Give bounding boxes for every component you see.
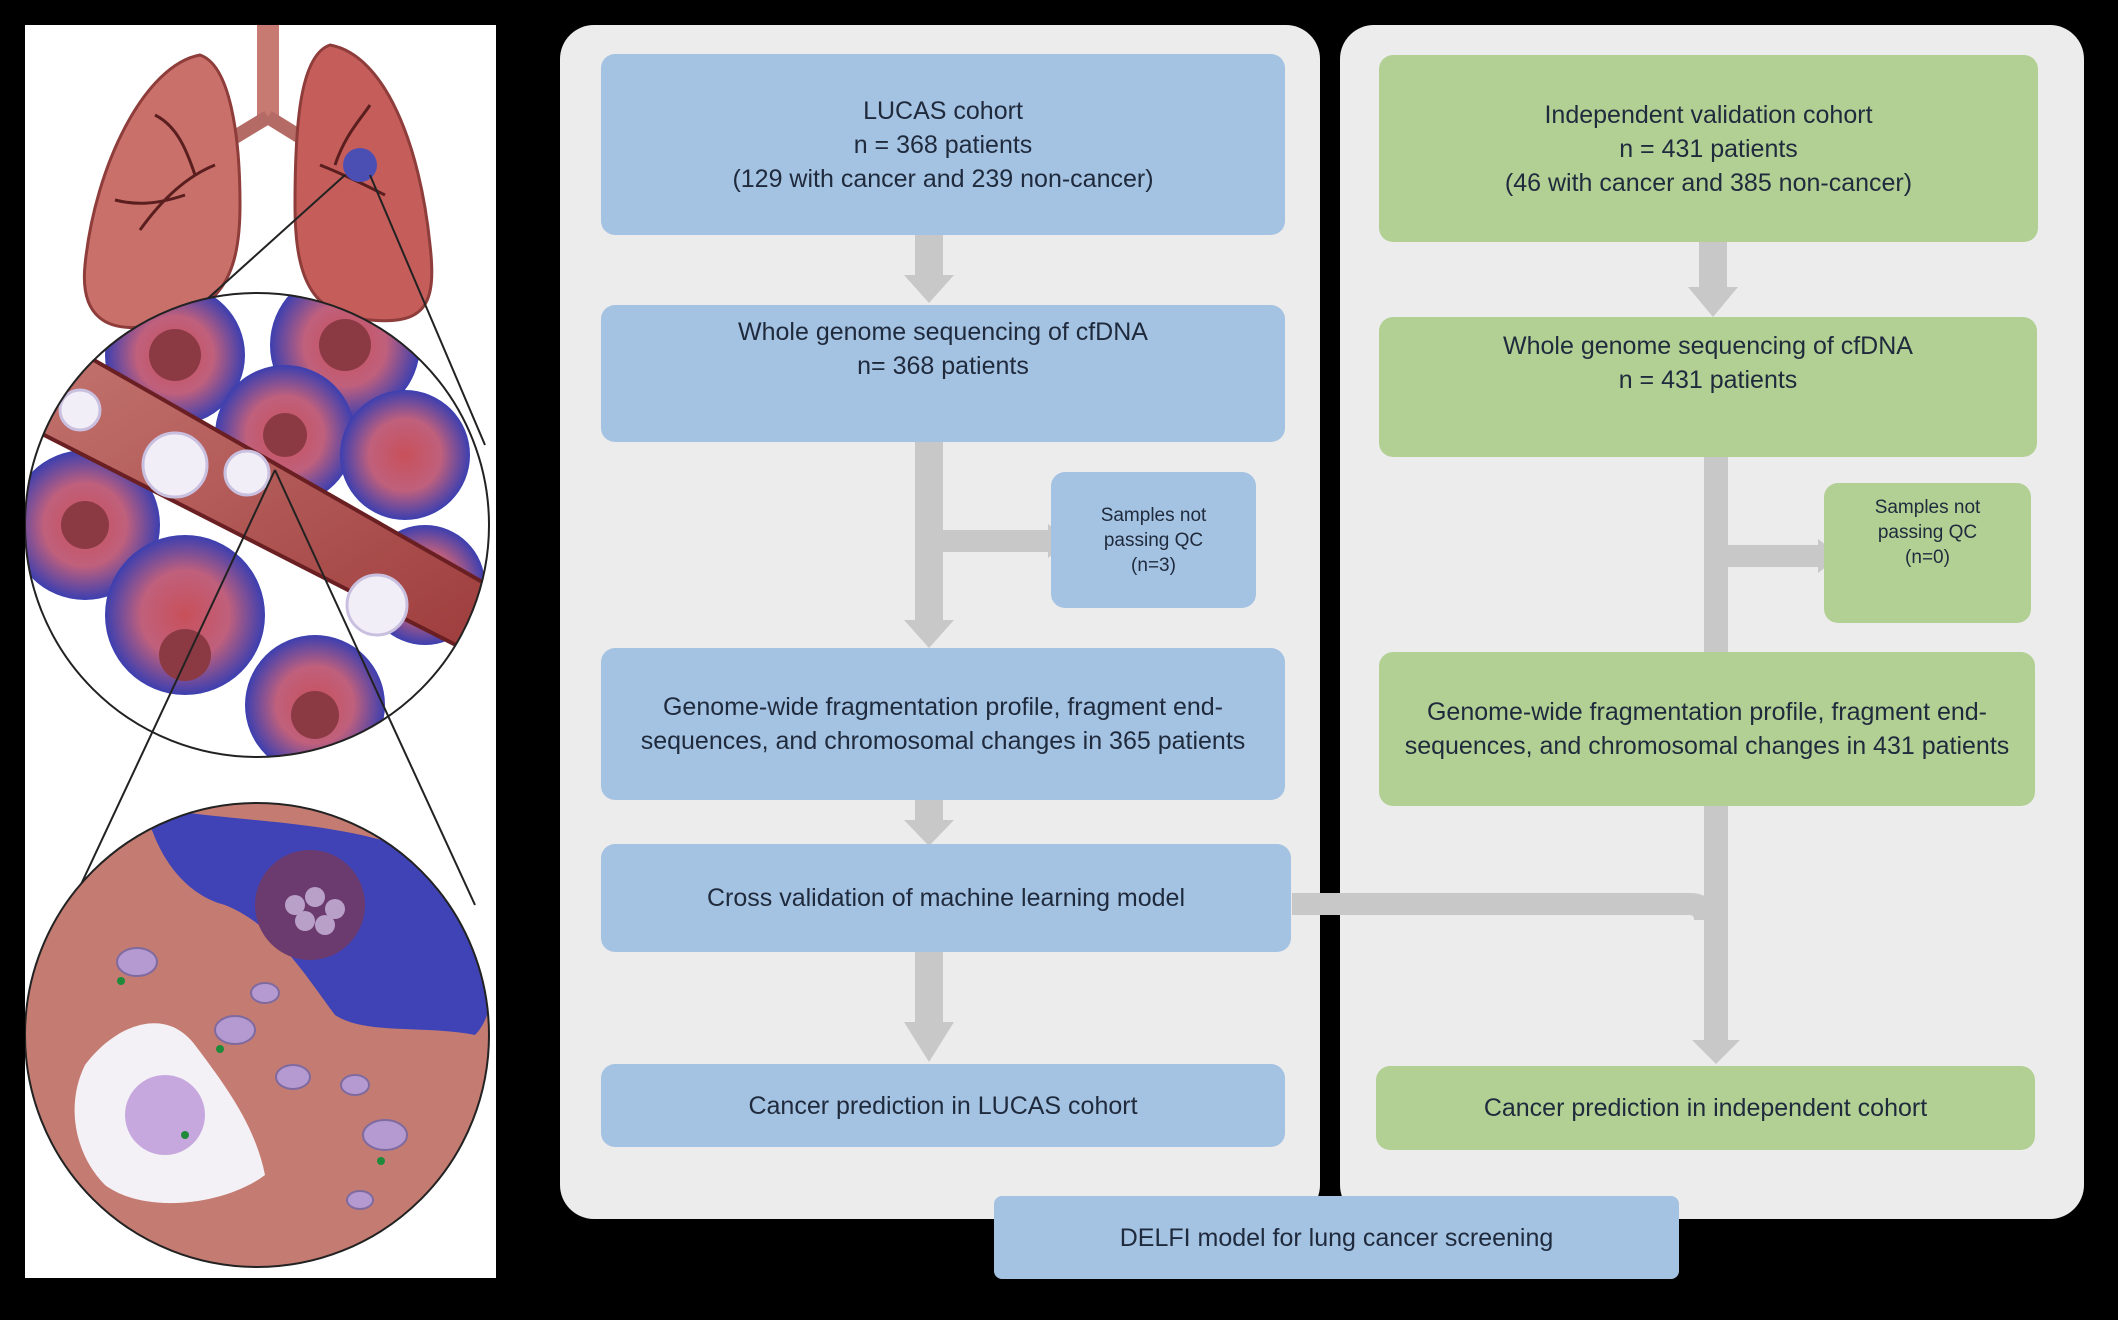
cross-validation-label: Cross validation of machine learning mod…	[706, 884, 1186, 912]
tumor-blood-vessel-icon	[25, 293, 489, 757]
delfi-model-label: DELFI model for lung cancer screening	[1119, 1223, 1554, 1252]
validation-prediction-label: Cancer prediction in independent cohort	[1483, 1094, 1928, 1122]
validation-cohort-detail: (46 with cancer and 385 non-cancer)	[1504, 168, 1913, 197]
illustration-drawing	[25, 25, 490, 1268]
validation-fragmentation-line2: sequences, and chromosomal changes in 43…	[1404, 732, 2010, 760]
validation-prediction-box: Cancer prediction in independent cohort	[1376, 1066, 2035, 1150]
lucas-qc-line2: passing QC	[1103, 529, 1204, 551]
lucas-qc-line3: (n=3)	[1131, 554, 1176, 576]
medical-illustration	[25, 25, 496, 1278]
lungs-icon	[82, 25, 434, 329]
validation-qc-line1: Samples not	[1874, 497, 1981, 518]
cross-validation-box: Cross validation of machine learning mod…	[601, 844, 1291, 952]
lucas-sequencing-box: Whole genome sequencing of cfDNA n= 368 …	[601, 305, 1285, 442]
lucas-sequencing-count: n= 368 patients	[857, 352, 1029, 380]
cfdna-fragments-icon	[25, 803, 489, 1267]
lucas-fragmentation-line2: sequences, and chromosomal changes in 36…	[640, 727, 1246, 755]
validation-fragmentation-box: Genome-wide fragmentation profile, fragm…	[1379, 652, 2035, 806]
validation-cohort-box: Independent validation cohort n = 431 pa…	[1379, 55, 2038, 242]
lucas-cohort-count: n = 368 patients	[853, 130, 1033, 159]
validation-fragmentation-line1: Genome-wide fragmentation profile, fragm…	[1426, 698, 1987, 726]
validation-cohort-count: n = 431 patients	[1619, 134, 1798, 163]
validation-sequencing-box: Whole genome sequencing of cfDNA n = 431…	[1379, 317, 2037, 457]
lucas-sequencing-title: Whole genome sequencing of cfDNA	[738, 318, 1148, 346]
validation-sequencing-count: n = 431 patients	[1618, 366, 1798, 394]
lucas-cohort-detail: (129 with cancer and 239 non-cancer)	[732, 164, 1154, 193]
lucas-prediction-box: Cancer prediction in LUCAS cohort	[601, 1064, 1285, 1147]
lucas-qc-box: Samples not passing QC (n=3)	[1051, 472, 1256, 608]
delfi-model-box: DELFI model for lung cancer screening	[994, 1196, 1679, 1279]
lucas-fragmentation-box: Genome-wide fragmentation profile, fragm…	[601, 648, 1285, 800]
validation-qc-line3: (n=0)	[1905, 547, 1950, 568]
lucas-cohort-title: LUCAS cohort	[863, 96, 1023, 125]
lucas-fragmentation-line1: Genome-wide fragmentation profile, fragm…	[662, 693, 1223, 721]
lucas-cohort-box: LUCAS cohort n = 368 patients (129 with …	[601, 54, 1285, 235]
validation-qc-line2: passing QC	[1877, 522, 1978, 543]
validation-sequencing-title: Whole genome sequencing of cfDNA	[1503, 332, 1913, 360]
validation-cohort-title: Independent validation cohort	[1544, 100, 1873, 129]
lucas-prediction-label: Cancer prediction in LUCAS cohort	[748, 1091, 1138, 1120]
validation-qc-box: Samples not passing QC (n=0)	[1824, 483, 2031, 623]
lucas-qc-line1: Samples not	[1100, 504, 1207, 526]
